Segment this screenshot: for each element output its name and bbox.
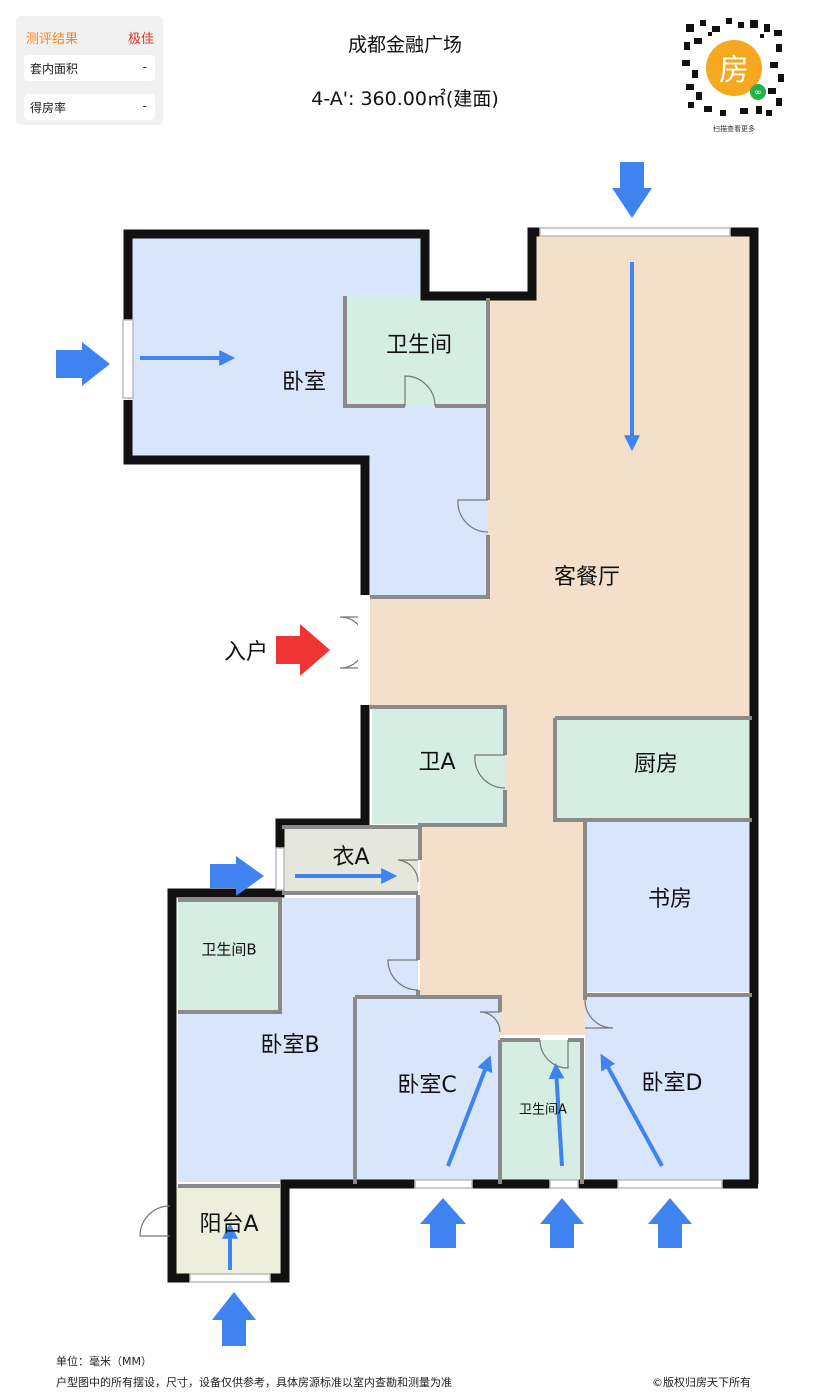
project-title: 成都金融广场 <box>347 34 462 56</box>
evaluation-panel: 测评结果 极佳 套内面积 - 得房率 - <box>16 16 163 125</box>
door <box>457 499 489 533</box>
light-arrow-bottom <box>212 1292 256 1346</box>
light-paths <box>140 262 664 1270</box>
panel-row-ratio: 得房率 - <box>24 94 155 120</box>
light-arrow-left <box>56 342 110 386</box>
room-living-dining <box>370 232 752 1035</box>
label-bath-a: 卫A <box>418 750 456 775</box>
door <box>387 959 419 991</box>
room-bedroom-b <box>178 898 418 1182</box>
panel-title: 测评结果 <box>26 32 79 47</box>
room-bedroom-d <box>585 995 752 1182</box>
light-arrow-bottom <box>540 1198 584 1248</box>
room-bath-b <box>178 900 280 1012</box>
window <box>617 1179 723 1189</box>
window <box>539 227 731 237</box>
panel-grade: 极佳 <box>127 32 154 47</box>
window <box>122 319 134 399</box>
room-bath-main <box>345 296 488 406</box>
label-closet-a: 衣A <box>332 845 370 870</box>
window <box>189 1273 271 1283</box>
window <box>549 1179 579 1189</box>
door <box>404 375 436 407</box>
light-arrows <box>56 162 692 1346</box>
label-bath-a2: 卫生间A <box>519 1102 567 1118</box>
light-arrow-closet <box>210 856 264 896</box>
label-bedroom-d: 卧室D <box>641 1071 703 1096</box>
label-kitchen: 厨房 <box>633 752 679 777</box>
qr-badge-text: 房 <box>719 53 749 88</box>
panel-row-label: 套内面积 <box>30 62 79 76</box>
panel-row-area: 套内面积 - <box>24 55 155 81</box>
label-bedroom-b: 卧室B <box>260 1033 320 1058</box>
door <box>397 859 419 883</box>
panel-row-value: - <box>142 99 147 113</box>
label-bath-main: 卫生间 <box>385 333 453 358</box>
unit-title: 4-A': 360.00㎡(建面) <box>311 88 499 110</box>
light-arrow-top <box>612 162 652 218</box>
window <box>414 1179 473 1189</box>
window <box>275 847 285 891</box>
panel-row-value: - <box>142 60 147 74</box>
door <box>539 1039 569 1069</box>
door <box>474 754 506 789</box>
door <box>479 1011 501 1033</box>
qr-code[interactable]: ∞ <box>680 14 788 122</box>
qr-caption: 扫描查看更多 <box>713 125 755 133</box>
light-arrow-bottom <box>648 1198 692 1248</box>
door <box>139 1205 171 1237</box>
qr-badge-circle <box>706 40 762 96</box>
room-study <box>585 820 752 992</box>
label-bedroom-c: 卧室C <box>397 1073 457 1098</box>
label-bath-b: 卫生间B <box>201 940 257 959</box>
entry-arrow <box>276 624 330 676</box>
footer-disclaimer: 户型图中的所有摆设，尺寸，设备仅供参考，具体房源标准以室内查勘和测量为准 <box>56 1376 452 1389</box>
light-arrow-bottom <box>420 1198 466 1248</box>
label-bedroom-main: 卧室 <box>281 370 327 395</box>
footer-copyright: ©版权归房天下所有 <box>652 1376 751 1389</box>
label-living-dining: 客餐厅 <box>553 565 621 590</box>
panel-row-label: 得房率 <box>30 101 67 115</box>
door <box>584 999 614 1029</box>
label-study: 书房 <box>647 887 693 912</box>
label-balcony-a: 阳台A <box>199 1212 259 1237</box>
footer-unit-note: 单位：毫米（MM） <box>56 1355 152 1368</box>
room-bath-a <box>372 707 505 824</box>
room-kitchen <box>555 718 752 820</box>
svg-text:∞: ∞ <box>754 88 762 98</box>
room-bedroom-main <box>128 236 488 597</box>
label-entrance: 入户 <box>223 640 269 665</box>
